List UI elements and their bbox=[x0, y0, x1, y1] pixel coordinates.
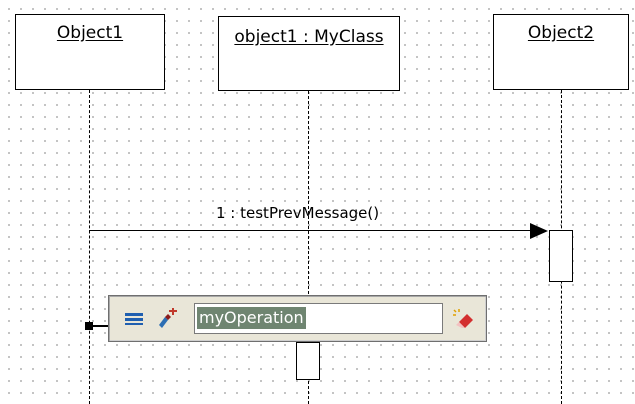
object1-label: Object1 bbox=[56, 23, 124, 43]
object2-label: Object2 bbox=[527, 23, 595, 43]
myclass-activation[interactable] bbox=[296, 342, 320, 380]
message-label[interactable]: 1 : testPrevMessage() bbox=[216, 204, 380, 222]
eraser-icon[interactable] bbox=[451, 306, 475, 330]
add-operation-icon[interactable] bbox=[155, 306, 179, 330]
message-arrowhead bbox=[530, 223, 548, 239]
object1-box[interactable]: Object1 bbox=[15, 14, 165, 90]
operation-name-selected-text: myOperation bbox=[197, 307, 306, 329]
list-lines-icon[interactable] bbox=[122, 307, 146, 331]
operation-editor-toolbar: myOperation bbox=[108, 295, 487, 342]
operation-connector-line bbox=[93, 325, 109, 327]
object2-box[interactable]: Object2 bbox=[493, 14, 629, 90]
message-end-handle[interactable] bbox=[85, 322, 93, 330]
object2-activation[interactable] bbox=[549, 230, 573, 282]
operation-name-input[interactable]: myOperation bbox=[194, 303, 443, 334]
object1-lifeline[interactable] bbox=[89, 90, 90, 404]
myclass-object-box[interactable]: object1 : MyClass bbox=[218, 16, 400, 91]
myclass-lifeline[interactable] bbox=[308, 91, 309, 404]
message-arrow-line[interactable] bbox=[89, 230, 543, 231]
myclass-object-label: object1 : MyClass bbox=[234, 27, 384, 47]
